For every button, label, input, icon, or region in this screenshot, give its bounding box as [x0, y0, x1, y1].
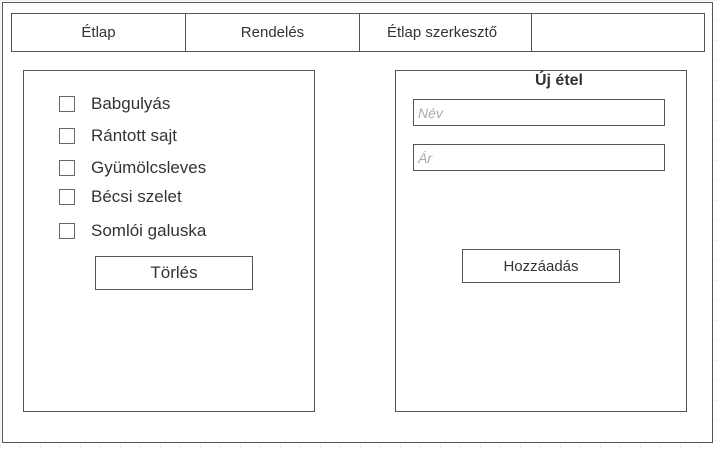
price-input[interactable] [413, 144, 665, 171]
name-input[interactable] [413, 99, 665, 126]
checkbox[interactable] [59, 128, 75, 144]
menu-item-babgulyas[interactable]: Babgulyás [59, 94, 170, 114]
menu-item-becsi-szelet[interactable]: Bécsi szelet [59, 187, 182, 207]
menu-list-panel: Babgulyás Rántott sajt Gyümölcsleves Béc… [23, 70, 315, 412]
tab-etlap[interactable]: Étlap [81, 24, 116, 41]
checkbox[interactable] [59, 223, 75, 239]
new-dish-panel: Új étel Hozzáadás [395, 70, 687, 412]
menu-item-label: Bécsi szelet [91, 187, 182, 206]
menu-item-label: Somlói galuska [91, 221, 207, 240]
top-nav: Étlap Rendelés Étlap szerkesztő [11, 13, 705, 52]
menu-item-somloi-galuska[interactable]: Somlói galuska [59, 221, 206, 241]
tab-empty[interactable] [531, 14, 704, 51]
delete-button[interactable]: Törlés [95, 256, 253, 290]
menu-item-label: Babgulyás [91, 94, 171, 113]
add-button[interactable]: Hozzáadás [462, 249, 620, 283]
menu-item-gyumolcsleves[interactable]: Gyümölcsleves [59, 158, 206, 178]
new-dish-title: Új étel [534, 72, 583, 89]
menu-item-label: Gyümölcsleves [91, 158, 207, 177]
menu-item-rantott-sajt[interactable]: Rántott sajt [59, 126, 177, 146]
tab-rendeles[interactable]: Rendelés [185, 14, 359, 51]
checkbox[interactable] [59, 96, 75, 112]
tab-etlap-szerkeszto[interactable]: Étlap szerkesztő [359, 14, 531, 51]
menu-item-label: Rántott sajt [91, 126, 177, 145]
checkbox[interactable] [59, 160, 75, 176]
checkbox[interactable] [59, 189, 75, 205]
